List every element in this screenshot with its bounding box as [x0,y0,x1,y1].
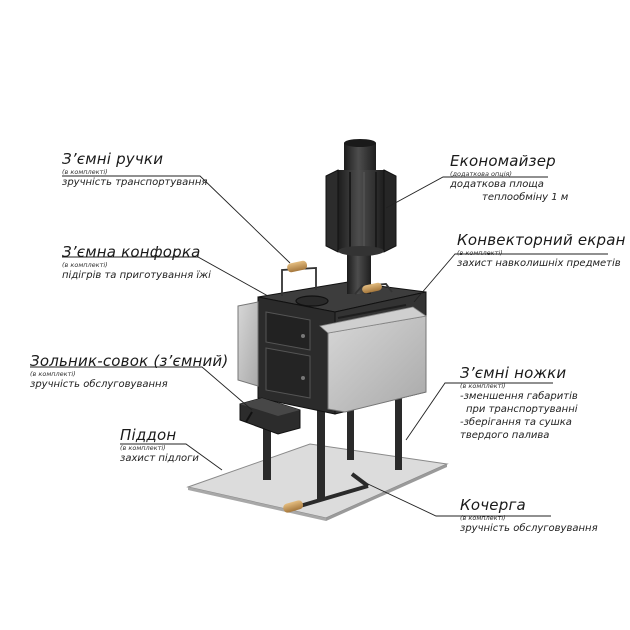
label-handles-title: З’ємні ручки [62,150,164,168]
label-tray-title: Піддон [120,426,177,444]
label-legs-desc-2: при транспортуванні [466,404,578,415]
label-tray: Піддон (в комплекті) захист підлоги [120,426,199,465]
stove-legs [263,394,402,500]
label-legs-title: З’ємні ножки [460,364,567,382]
label-convector-desc: захист навколишніх предметів [457,258,621,269]
label-handles-desc: зручність транспортування [62,177,208,188]
label-economizer: Економайзер (додаткова опція) додаткова … [450,152,568,204]
label-convector-title: Конвекторний екран [457,231,626,249]
label-economizer-desc-1: додаткова площа [450,179,544,190]
side-screen [237,301,259,387]
removable-handles [281,260,393,296]
label-burner-title: З’ємна конфорка [62,243,201,261]
label-poker-desc: зручність обслуговування [460,523,598,534]
label-ashpan-note: (в комплекті) [30,370,76,378]
label-poker-note: (в комплекті) [460,514,506,522]
convector-screen [319,304,428,413]
leader-lines [30,175,608,517]
label-handles-note: (в комплекті) [62,168,108,176]
label-economizer-note: (додаткова опція) [450,170,512,178]
poker [283,472,370,513]
label-convector: Конвекторний екран (в комплекті) захист … [457,231,626,270]
label-tray-desc: захист підлоги [120,453,199,464]
label-burner: З’ємна конфорка (в комплекті) підігрів т… [62,243,211,282]
label-ashpan-desc: зручність обслуговування [30,379,168,390]
label-legs-note: (в комплекті) [460,382,506,390]
label-burner-desc: підігрів та приготування їжі [62,270,211,281]
label-poker-title: Кочерга [460,496,526,514]
label-burner-note: (в комплекті) [62,261,108,269]
label-legs: З’ємні ножки (в комплекті) -зменшення га… [460,364,578,442]
label-legs-desc-4: твердого палива [460,430,550,441]
label-economizer-title: Економайзер [450,152,556,170]
ash-pan [239,397,301,435]
label-handles: З’ємні ручки (в комплекті) зручність тра… [62,150,207,189]
label-ashpan-title: Зольник-совок (з’ємний) [30,352,229,370]
label-poker: Кочерга (в комплекті) зручність обслугов… [460,496,598,535]
label-legs-desc-1: -зменшення габаритів [460,391,578,402]
economizer [325,169,397,256]
label-ashpan: Зольник-совок (з’ємний) (в комплекті) зр… [30,352,228,391]
label-economizer-desc-2: теплообміну 1 м [482,192,569,203]
label-tray-note: (в комплекті) [120,444,166,452]
label-legs-desc-3: -зберігання та сушка [460,417,572,428]
label-convector-note: (в комплекті) [457,249,503,257]
